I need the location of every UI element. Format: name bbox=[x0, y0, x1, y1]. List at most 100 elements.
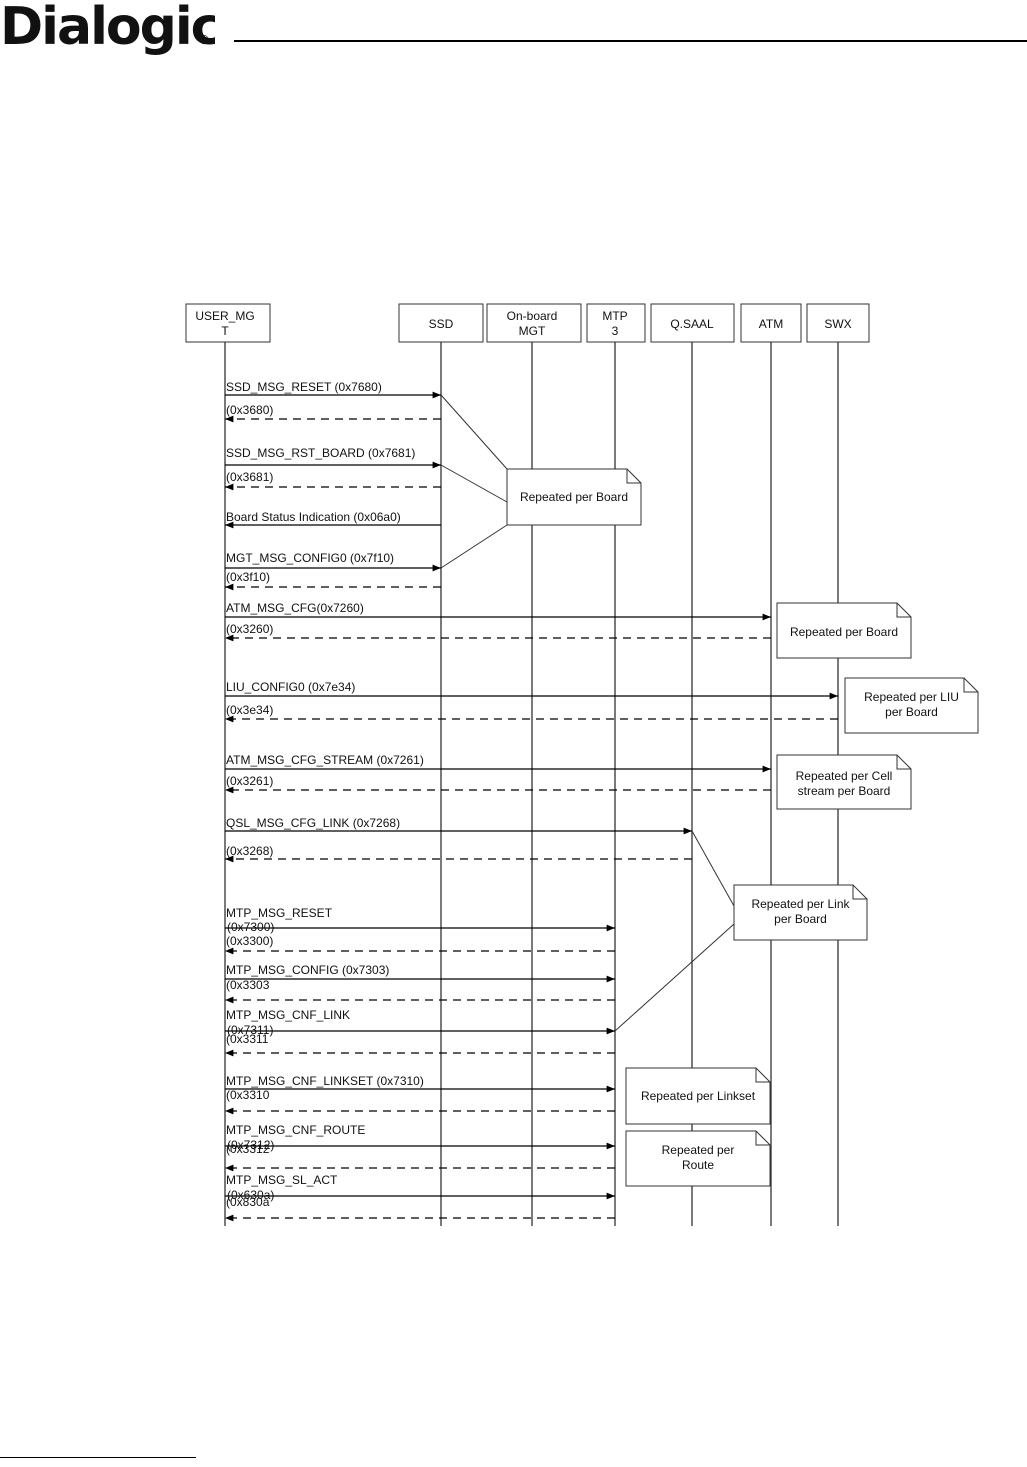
note-text: Repeated per Cell bbox=[796, 769, 893, 783]
message-mtp-sl-act-conf: (0x830a bbox=[225, 1195, 615, 1222]
note-text: Repeated per LIU bbox=[864, 690, 959, 704]
note-connector bbox=[691, 830, 735, 907]
message-qsl-cfg-link: QSL_MSG_CFG_LINK (0x7268) bbox=[225, 816, 692, 835]
note-per-board-atm: Repeated per Board bbox=[776, 602, 912, 659]
lifeline-label-user_mgt: T bbox=[221, 324, 229, 338]
lifeline-label-onboard_mgt: On-board bbox=[507, 309, 558, 323]
note-fold bbox=[896, 603, 911, 618]
message-ssd-reset: SSD_MSG_RESET (0x7680) bbox=[225, 380, 441, 399]
note-text: stream per Board bbox=[798, 784, 891, 798]
message-mtp-config-conf: (0x3303 bbox=[225, 978, 615, 1004]
message-label: MGT_MSG_CONFIG0 (0x7f10) bbox=[226, 551, 394, 565]
message-atm-cfg-stream-conf: (0x3261) bbox=[225, 774, 771, 794]
message-label: (0x3300) bbox=[226, 934, 273, 948]
message-label: ATM_MSG_CFG_STREAM (0x7261) bbox=[226, 753, 424, 767]
note-text: Repeated per Board bbox=[520, 490, 628, 504]
message-label: MTP_MSG_CNF_LINKSET (0x7310) bbox=[226, 1074, 424, 1088]
message-label: MTP_MSG_SL_ACT bbox=[226, 1173, 338, 1187]
registered-mark: ® bbox=[198, 33, 210, 47]
note-connector bbox=[440, 524, 508, 569]
note-connector bbox=[440, 464, 508, 503]
message-label: (0x3312 bbox=[226, 1142, 270, 1156]
message-mtp-reset: MTP_MSG_RESET(0x7300) bbox=[225, 906, 615, 934]
message-mtp-cnf-linkset-conf: (0x3310 bbox=[225, 1088, 615, 1115]
message-label-code: (0x7300) bbox=[227, 920, 274, 934]
note-fold bbox=[852, 885, 867, 900]
note-box bbox=[776, 754, 912, 810]
note-box bbox=[625, 1067, 771, 1125]
note-text: per Board bbox=[885, 705, 938, 719]
message-mtp-config: MTP_MSG_CONFIG (0x7303) bbox=[225, 963, 615, 983]
message-mtp-sl-act: MTP_MSG_SL_ACT(0x630a) bbox=[225, 1173, 615, 1202]
message-mtp-cnf-linkset: MTP_MSG_CNF_LINKSET (0x7310) bbox=[225, 1074, 615, 1093]
footnote-rule bbox=[0, 1457, 196, 1458]
note-box bbox=[844, 677, 979, 734]
message-label: (0x3f10) bbox=[226, 570, 270, 584]
message-label: (0x3310 bbox=[226, 1088, 270, 1102]
message-atm-cfg-conf: (0x3260) bbox=[225, 622, 771, 642]
lifeline-box-user_mgt bbox=[185, 303, 271, 343]
message-mtp-cnf-route-conf: (0x3312 bbox=[225, 1142, 615, 1172]
note-text: Repeated per Link bbox=[751, 897, 850, 911]
message-board-status: Board Status Indication (0x06a0) bbox=[225, 510, 441, 529]
note-fold bbox=[755, 1068, 770, 1083]
message-liu-config0: LIU_CONFIG0 (0x7e34) bbox=[225, 680, 838, 700]
note-connector bbox=[614, 923, 735, 1032]
message-label: MTP_MSG_CNF_LINK bbox=[226, 1008, 350, 1022]
note-fold bbox=[963, 678, 978, 693]
lifeline-box-ssd bbox=[398, 303, 484, 343]
message-mtp-cnf-route: MTP_MSG_CNF_ROUTE(0x7312) bbox=[225, 1123, 615, 1152]
lifeline-label-mtp3: 3 bbox=[612, 324, 619, 338]
message-ssd-rst-board: SSD_MSG_RST_BOARD (0x7681) bbox=[225, 446, 441, 469]
lifeline-box-atm bbox=[740, 303, 802, 343]
message-label: (0x830a bbox=[226, 1195, 270, 1209]
message-label: MTP_MSG_CNF_ROUTE bbox=[226, 1123, 365, 1137]
note-box bbox=[506, 468, 642, 526]
note-box bbox=[733, 884, 868, 941]
lifeline-label-swx: SWX bbox=[824, 317, 851, 331]
message-label: (0x3261) bbox=[226, 774, 273, 788]
message-atm-cfg: ATM_MSG_CFG(0x7260) bbox=[225, 601, 771, 621]
message-atm-cfg-stream: ATM_MSG_CFG_STREAM (0x7261) bbox=[225, 753, 771, 773]
lifeline-label-ssd: SSD bbox=[429, 317, 454, 331]
note-text: Repeated per Board bbox=[790, 625, 898, 639]
message-label: Board Status Indication (0x06a0) bbox=[226, 510, 401, 524]
message-label: (0x3303 bbox=[226, 978, 270, 992]
message-mgt-config0-conf: (0x3f10) bbox=[225, 570, 441, 591]
lifeline-label-atm: ATM bbox=[759, 317, 783, 331]
note-box bbox=[625, 1130, 771, 1187]
message-label: LIU_CONFIG0 (0x7e34) bbox=[226, 680, 355, 694]
message-mtp-cnf-link: MTP_MSG_CNF_LINK(0x7311) bbox=[225, 1008, 615, 1037]
note-fold bbox=[896, 755, 911, 770]
message-ssd-reset-conf: (0x3680) bbox=[225, 403, 441, 423]
message-label-code: (0x630a) bbox=[227, 1188, 274, 1202]
message-label: (0x3681) bbox=[226, 470, 273, 484]
lifeline-box-mtp3 bbox=[586, 303, 646, 343]
note-per-board-ssd: Repeated per Board bbox=[506, 468, 642, 526]
message-label: MTP_MSG_RESET bbox=[226, 906, 333, 920]
lifeline-box-onboard_mgt bbox=[486, 303, 582, 343]
message-label: (0x3680) bbox=[226, 403, 273, 417]
lifeline-label-mtp3: MTP bbox=[602, 309, 627, 323]
message-mtp-cnf-link-conf: (0x3311 bbox=[225, 1032, 615, 1057]
message-label-code: (0x7312) bbox=[227, 1138, 274, 1152]
lifeline-label-onboard_mgt: MGT bbox=[519, 324, 546, 338]
lifeline-box-swx bbox=[806, 303, 870, 343]
message-qsl-cfg-link-conf: (0x3268) bbox=[225, 844, 692, 863]
message-mtp-reset-conf: (0x3300) bbox=[225, 934, 615, 955]
message-label-code: (0x7311) bbox=[227, 1023, 273, 1037]
logo-wordmark: Dialogic bbox=[0, 0, 215, 57]
lifeline-box-qsaal bbox=[650, 303, 735, 343]
note-box bbox=[776, 602, 912, 659]
message-label: (0x3260) bbox=[226, 622, 273, 636]
note-text: Route bbox=[682, 1158, 714, 1172]
header-rule bbox=[234, 40, 1027, 42]
message-label: SSD_MSG_RESET (0x7680) bbox=[226, 380, 382, 394]
message-label: (0x3311 bbox=[226, 1032, 269, 1046]
note-text: Repeated per Linkset bbox=[641, 1089, 756, 1103]
note-per-linkset: Repeated per Linkset bbox=[625, 1067, 771, 1125]
